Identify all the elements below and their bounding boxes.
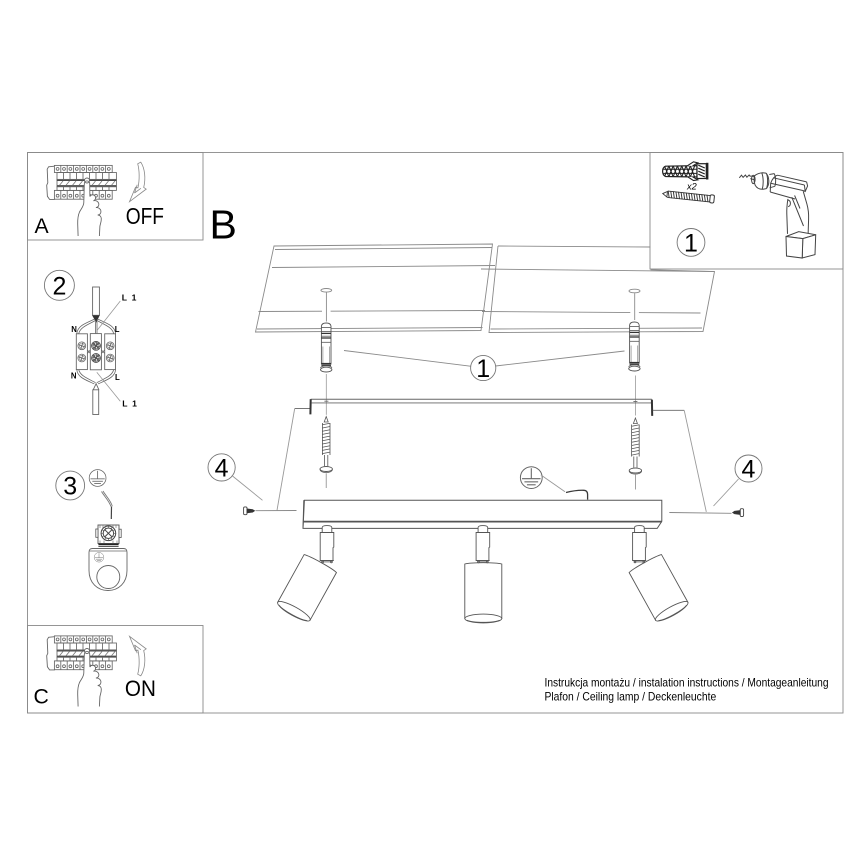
svg-text:L 1: L 1 [122,399,138,409]
svg-text:1: 1 [684,229,698,257]
svg-text:ON: ON [125,676,156,701]
svg-text:OFF: OFF [126,203,164,229]
svg-text:N: N [71,325,77,334]
svg-text:L 1: L 1 [122,293,138,303]
svg-text:3: 3 [63,473,77,501]
svg-text:L: L [115,325,120,334]
svg-text:A: A [35,215,50,238]
svg-text:x2: x2 [686,182,697,192]
svg-text:C: C [34,686,49,709]
svg-text:2: 2 [52,272,66,300]
svg-text:1: 1 [476,355,490,383]
svg-text:B: B [210,202,237,248]
svg-text:4: 4 [215,454,229,482]
svg-text:Instrukcja montażu / instalati: Instrukcja montażu / instalation instruc… [545,675,829,689]
svg-text:4: 4 [742,456,756,484]
svg-text:N: N [71,371,77,380]
svg-text:Plafon / Ceiling lamp / Decken: Plafon / Ceiling lamp / Deckenleuchte [545,689,717,703]
svg-text:L: L [115,373,120,382]
